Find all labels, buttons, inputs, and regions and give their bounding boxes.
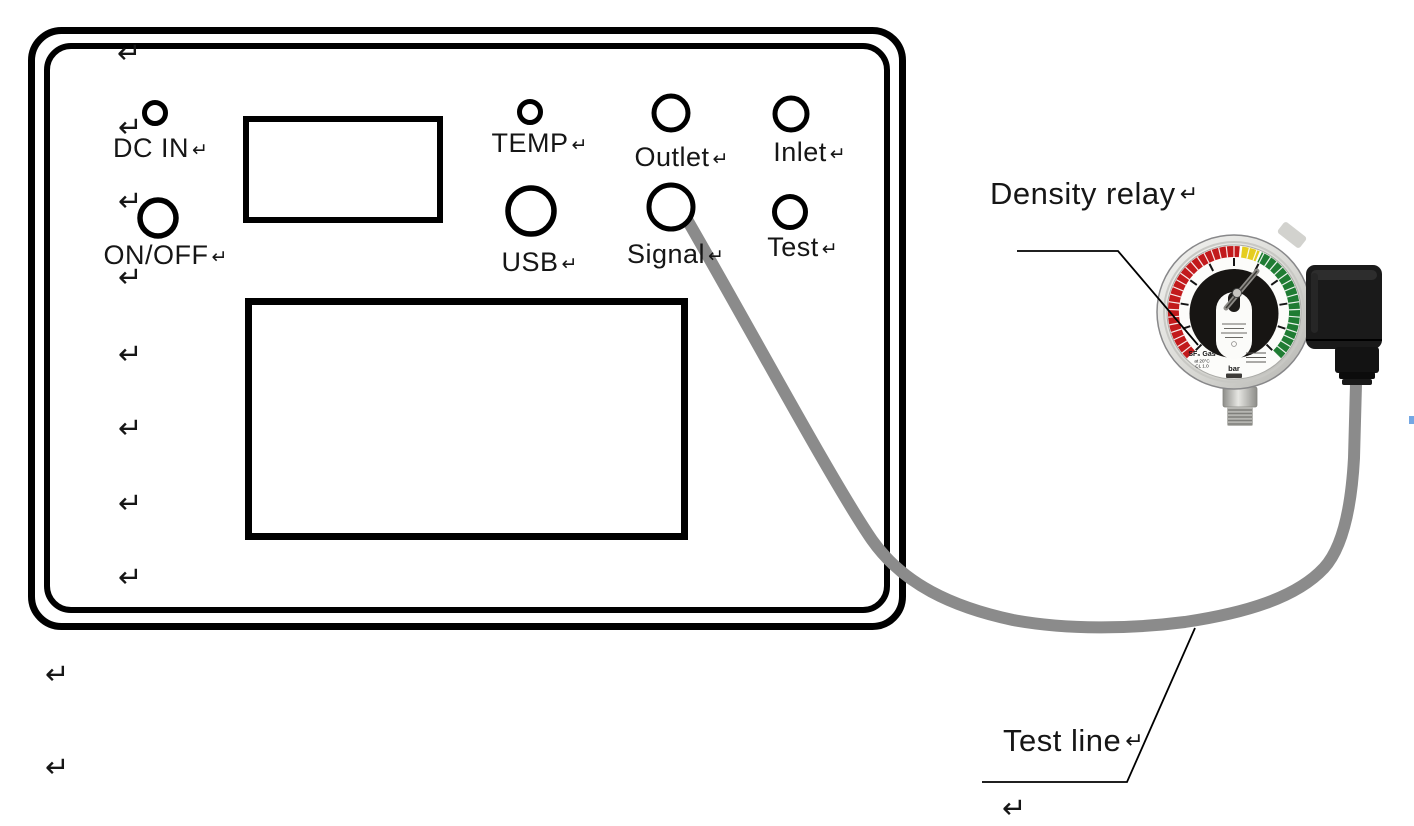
gauge-green-band <box>1257 252 1300 359</box>
line-break-mark: ↵ <box>118 560 142 594</box>
gauge-red-band <box>1167 245 1240 359</box>
line-break-mark: ↵ <box>117 36 141 70</box>
line-break-mark: ↵ <box>192 139 208 161</box>
port-label-dc-in[interactable]: DC IN <box>113 133 189 163</box>
gauge-class-note: CL 1.0 <box>1195 364 1209 369</box>
panel-outer-border[interactable] <box>28 27 906 630</box>
line-break-mark: ↵ <box>212 246 228 268</box>
gauge-hex-nut <box>1222 386 1258 408</box>
density-relay-label[interactable]: Density relay <box>990 176 1176 211</box>
gauge-setpoint-lines <box>1246 352 1266 363</box>
port-outlet[interactable] <box>651 93 691 133</box>
line-break-marks: ↵ ↵ ↵ ↵ ↵ ↵ ↵ ↵ ↵ ↵ ↵ <box>45 36 1026 825</box>
gauge-spec-text-lines <box>1221 323 1247 338</box>
port-usb[interactable] <box>505 185 557 237</box>
line-break-mark: ↵ <box>118 411 142 445</box>
port-label-signal[interactable]: Signal <box>627 239 705 269</box>
line-break-mark: ↵ <box>118 184 142 218</box>
panel-small-display[interactable] <box>243 116 443 223</box>
density-relay-gauge[interactable]: -12468 SF₆ Gas at 20°C CL 1.0 bar <box>1156 221 1382 426</box>
gauge-mount-tab <box>1277 222 1307 248</box>
gauge-unit-label: bar <box>1228 364 1240 373</box>
test-line-cable[interactable] <box>672 198 1362 634</box>
density-relay-leader-line[interactable] <box>1017 250 1199 346</box>
line-break-mark: ↵ <box>1125 729 1143 754</box>
gauge-temp-note: at 20°C <box>1194 359 1210 364</box>
line-break-mark: ↵ <box>1180 182 1198 207</box>
port-label-on-off[interactable]: ON/OFF <box>104 240 209 270</box>
port-label-test[interactable]: Test <box>767 232 819 262</box>
panel-inner-border[interactable] <box>44 43 890 613</box>
gauge-maker-logo <box>1226 373 1242 378</box>
line-break-mark: ↵ <box>562 253 578 275</box>
gauge-needle-hub <box>1232 288 1242 298</box>
port-on-off[interactable] <box>137 197 179 239</box>
line-break-mark: ↵ <box>45 750 69 784</box>
gauge-gas-label: SF₆ Gas <box>1188 351 1215 358</box>
port-label-temp[interactable]: TEMP <box>491 128 568 158</box>
line-break-mark-clipped <box>1409 416 1414 424</box>
gauge-needle-edge <box>1225 270 1258 309</box>
line-break-mark: ↵ <box>830 143 846 165</box>
port-temp[interactable] <box>517 99 543 125</box>
gauge-bezel-ring <box>1163 241 1305 383</box>
port-signal[interactable] <box>646 182 696 232</box>
line-break-mark: ↵ <box>822 238 838 260</box>
port-test[interactable] <box>772 194 808 230</box>
line-break-mark: ↵ <box>713 148 729 170</box>
tester-panel[interactable] <box>28 27 906 630</box>
port-label-usb[interactable]: USB <box>501 247 558 277</box>
panel-main-screen[interactable] <box>245 298 688 540</box>
gauge-thread-ridges <box>1228 409 1252 425</box>
port-label-outlet[interactable]: Outlet <box>634 142 709 172</box>
line-break-mark: ↵ <box>708 245 724 267</box>
gauge-logo-dot <box>1231 341 1237 347</box>
line-break-mark: ↵ <box>572 134 588 156</box>
port-dc-in[interactable] <box>142 100 168 126</box>
line-break-mark: ↵ <box>118 260 142 294</box>
line-break-mark: ↵ <box>1002 791 1026 825</box>
gauge-cable-connector <box>1306 265 1382 385</box>
line-break-mark: ↵ <box>118 337 142 371</box>
test-line-leader-line[interactable] <box>982 627 1196 783</box>
line-break-mark: ↵ <box>118 110 142 144</box>
line-break-mark: ↵ <box>118 486 142 520</box>
test-line-label[interactable]: Test line <box>1003 723 1121 758</box>
line-break-mark: ↵ <box>45 657 69 691</box>
port-label-inlet[interactable]: Inlet <box>773 137 827 167</box>
port-inlet[interactable] <box>772 95 810 133</box>
